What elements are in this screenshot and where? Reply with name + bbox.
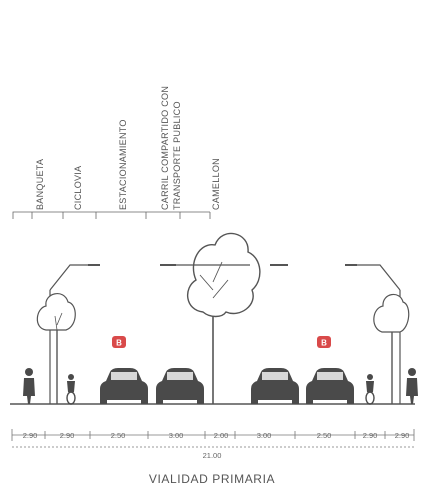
car-left-parking (100, 368, 148, 404)
dim-left-parking: 2.50 (111, 431, 126, 440)
car-right-parking (306, 368, 354, 404)
label-ciclovia: CICLOVIA (73, 166, 83, 210)
dim-right-bike: 2.90 (363, 431, 378, 440)
svg-text:B: B (321, 339, 327, 348)
tree-right (373, 293, 410, 404)
label-estacionamiento: ESTACIONAMIENTO (118, 119, 128, 210)
dim-left-sidewalk: 2.90 (23, 431, 38, 440)
bus-sign-right: B (317, 336, 331, 348)
dim-right-lane: 3.00 (257, 431, 272, 440)
label-camellon: CAMELLON (211, 158, 221, 210)
car-right-lane (251, 368, 299, 404)
car-left-lane (156, 368, 204, 404)
dim-right-sidewalk: 2.90 (395, 431, 410, 440)
pedestrian-left (23, 368, 35, 404)
dimension-line (11, 429, 415, 448)
svg-text:B: B (116, 339, 122, 348)
bus-sign-left: B (112, 336, 126, 348)
dim-median: 2.00 (214, 431, 229, 440)
dim-left-bike: 2.90 (60, 431, 75, 440)
label-carril-line1: CARRIL COMPARTIDO CON (160, 86, 170, 210)
cyclist-left (66, 374, 76, 405)
pedestrian-right (406, 368, 418, 404)
cyclist-right (365, 374, 375, 405)
label-banqueta: BANQUETA (35, 159, 45, 210)
dim-left-lane: 3.00 (169, 431, 184, 440)
zone-brackets (12, 211, 211, 219)
tree-median (187, 232, 261, 404)
dim-total: 21.00 (203, 451, 222, 460)
dim-right-parking: 2.50 (317, 431, 332, 440)
diagram-title: VIALIDAD PRIMARIA (149, 472, 275, 486)
tree-left (36, 293, 76, 404)
label-carril-line2: TRANSPORTE PUBLICO (172, 101, 182, 210)
